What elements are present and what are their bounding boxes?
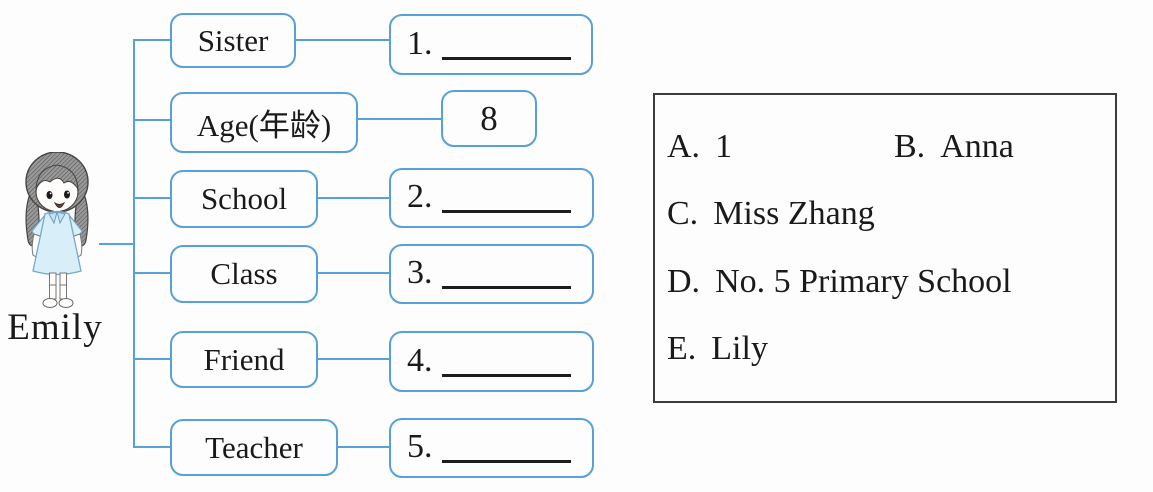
option-item-b: B. Anna xyxy=(894,128,1014,166)
answer-box-1: 1. xyxy=(389,14,593,75)
answer-blank-4[interactable] xyxy=(441,374,571,377)
option-letter: A. xyxy=(667,128,701,166)
answer-blank-5[interactable] xyxy=(441,460,571,463)
options-line-1: A. 1 B. Anna xyxy=(667,128,1115,166)
label-text: Class xyxy=(210,256,278,291)
option-item-c: C. Miss Zhang xyxy=(667,195,875,233)
option-text: Miss Zhang xyxy=(713,195,875,233)
answer-number: 4. xyxy=(407,342,433,379)
answer-blank-2[interactable] xyxy=(441,210,571,213)
answer-box-4: 4. xyxy=(389,331,594,392)
options-line-3: D. No. 5 Primary School xyxy=(667,263,1115,301)
answer-box-3: 3. xyxy=(389,244,594,304)
answer-box-age: 8 xyxy=(441,90,537,147)
option-item-e: E. Lily xyxy=(667,330,768,368)
label-box-friend: Friend xyxy=(170,331,318,388)
answer-blank-3[interactable] xyxy=(441,286,571,289)
options-line-2: C. Miss Zhang xyxy=(667,195,1115,233)
label-text: School xyxy=(200,181,288,216)
options-box: A. 1 B. Anna C. Miss Zhang D. No. 5 Prim… xyxy=(653,93,1117,403)
option-text: Lily xyxy=(711,329,768,367)
option-item-d: D. No. 5 Primary School xyxy=(667,263,1012,301)
answer-box-5: 5. xyxy=(389,418,594,478)
label-text: Age(年龄) xyxy=(196,108,332,143)
answer-number: 3. xyxy=(407,254,433,291)
label-box-teacher: Teacher xyxy=(170,419,338,476)
label-box-school: School xyxy=(170,170,318,228)
label-text: Friend xyxy=(203,341,285,377)
girl-illustration xyxy=(25,152,89,308)
answer-number: 1. xyxy=(407,25,433,62)
option-item-a: A. 1 xyxy=(667,128,894,166)
option-letter: E. xyxy=(667,329,697,367)
options-line-4: E. Lily xyxy=(667,330,1115,368)
answer-box-2: 2. xyxy=(389,168,594,228)
age-value: 8 xyxy=(480,98,498,138)
answer-number: 2. xyxy=(407,178,433,215)
option-text: Anna xyxy=(940,128,1014,166)
label-text: Sister xyxy=(197,22,269,58)
answer-blank-1[interactable] xyxy=(441,57,571,60)
option-letter: B. xyxy=(894,128,926,166)
option-text: No. 5 Primary School xyxy=(715,262,1012,300)
option-letter: C. xyxy=(667,195,699,233)
option-text: 1 xyxy=(715,128,733,166)
answer-number: 5. xyxy=(407,428,433,465)
label-box-age: Age(年龄) xyxy=(170,92,358,153)
label-text: Teacher xyxy=(205,429,303,465)
option-letter: D. xyxy=(667,262,701,300)
label-box-class: Class xyxy=(170,245,318,303)
person-name-label: Emily xyxy=(7,307,103,348)
label-box-sister: Sister xyxy=(170,13,296,68)
